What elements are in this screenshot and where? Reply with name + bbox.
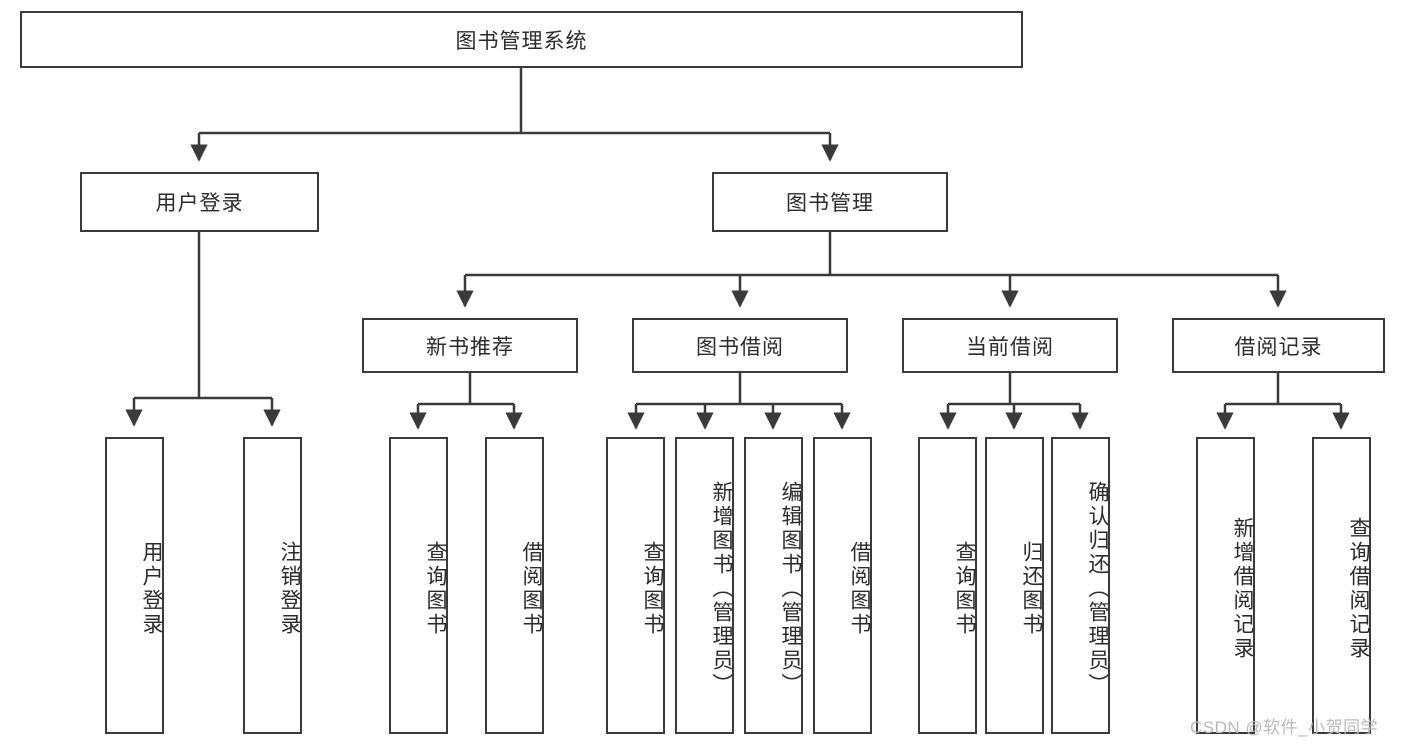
- leaf-user-login[interactable]: 用户登录: [105, 437, 164, 734]
- leaf-add-borrow-record-label: 新增借阅记录: [1231, 516, 1254, 661]
- leaf-query-book-recommend-label: 查询图书: [424, 540, 447, 637]
- leaf-confirm-return-admin[interactable]: 确认归还（管理员）: [1051, 437, 1110, 734]
- leaf-query-borrow-record-label: 查询借阅记录: [1347, 516, 1370, 661]
- leaf-return-book[interactable]: 归还图书: [985, 437, 1044, 734]
- leaf-query-book-current[interactable]: 查询图书: [918, 437, 977, 734]
- leaf-confirm-return-admin-label: 确认归还（管理员）: [1086, 480, 1109, 697]
- leaf-borrow-book-recommend-label: 借阅图书: [520, 540, 543, 637]
- leaf-borrow-book-recommend[interactable]: 借阅图书: [485, 437, 544, 734]
- leaf-edit-book-admin[interactable]: 编辑图书（管理员）: [744, 437, 803, 734]
- leaf-query-book-current-label: 查询图书: [953, 540, 976, 637]
- leaf-logout[interactable]: 注销登录: [243, 437, 302, 734]
- watermark: CSDN @软件_小贺同学: [1190, 718, 1379, 737]
- node-current-borrowing-label: 当前借阅: [966, 335, 1054, 359]
- leaf-query-borrow-record[interactable]: 查询借阅记录: [1312, 437, 1371, 734]
- node-new-book-recommendation[interactable]: 新书推荐: [362, 318, 578, 373]
- node-borrow-records[interactable]: 借阅记录: [1172, 318, 1385, 373]
- leaf-return-book-label: 归还图书: [1020, 540, 1043, 637]
- leaf-query-book-recommend[interactable]: 查询图书: [389, 437, 448, 734]
- node-user-login-label: 用户登录: [155, 192, 244, 215]
- root-node-label: 图书管理系统: [455, 29, 588, 53]
- leaf-add-book-admin[interactable]: 新增图书（管理员）: [675, 437, 734, 734]
- leaf-borrow-book-borrowing[interactable]: 借阅图书: [813, 437, 872, 734]
- node-book-management-label: 图书管理: [786, 192, 874, 215]
- node-book-management[interactable]: 图书管理: [712, 172, 948, 232]
- node-current-borrowing[interactable]: 当前借阅: [902, 318, 1118, 373]
- node-book-borrowing[interactable]: 图书借阅: [632, 318, 848, 373]
- leaf-logout-label: 注销登录: [278, 540, 301, 637]
- node-borrow-records-label: 借阅记录: [1234, 335, 1323, 359]
- leaf-borrow-book-borrowing-label: 借阅图书: [848, 540, 871, 637]
- node-user-login[interactable]: 用户登录: [80, 172, 319, 232]
- node-book-borrowing-label: 图书借阅: [696, 335, 784, 359]
- node-new-book-recommendation-label: 新书推荐: [426, 335, 514, 359]
- leaf-add-book-admin-label: 新增图书（管理员）: [710, 480, 733, 697]
- leaf-query-book-borrowing-label: 查询图书: [641, 540, 664, 637]
- leaf-user-login-label: 用户登录: [140, 540, 163, 637]
- root-node-book-management-system[interactable]: 图书管理系统: [20, 11, 1023, 68]
- leaf-add-borrow-record[interactable]: 新增借阅记录: [1196, 437, 1255, 734]
- leaf-query-book-borrowing[interactable]: 查询图书: [606, 437, 665, 734]
- leaf-edit-book-admin-label: 编辑图书（管理员）: [779, 480, 802, 697]
